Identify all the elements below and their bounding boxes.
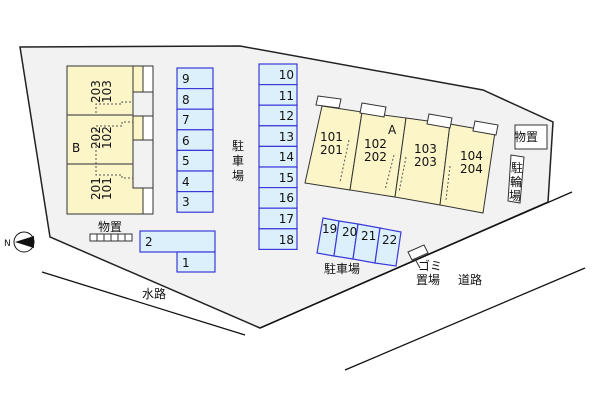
unit-104-a: 104 bbox=[460, 149, 483, 163]
parking-label-vertical: 駐 車 場 bbox=[232, 138, 244, 183]
unit-102: 102 bbox=[100, 126, 114, 149]
parking-space-6: 6 bbox=[182, 134, 190, 148]
waterway-edge bbox=[41, 271, 246, 336]
unit-103: 103 bbox=[100, 80, 114, 103]
road-edge-bottom bbox=[344, 267, 586, 371]
parking-middle: 10 11 12 13 14 15 16 17 18 bbox=[258, 63, 298, 251]
unit-202-a: 202 bbox=[364, 150, 387, 164]
parking-space-20: 20 bbox=[342, 225, 357, 239]
unit-203: 203 bbox=[89, 80, 103, 103]
parking-space-14: 14 bbox=[279, 150, 294, 164]
storage-right: 物置 bbox=[514, 124, 548, 150]
building-b: B 203 103 202 102 201 101 bbox=[66, 65, 154, 215]
svg-text:場: 場 bbox=[509, 189, 521, 203]
garbage-area: ゴミ 置場 bbox=[407, 244, 442, 287]
unit-202: 202 bbox=[89, 126, 103, 149]
bicycle-parking: 駐 輪 場 bbox=[507, 154, 525, 204]
parking-space-9: 9 bbox=[182, 72, 190, 86]
parking-left: 9 8 7 6 5 4 3 bbox=[176, 67, 214, 213]
unit-102-a: 102 bbox=[364, 137, 387, 151]
parking-space-10: 10 bbox=[279, 68, 294, 82]
waterway-label: 水路 bbox=[142, 286, 166, 301]
unit-201-a: 201 bbox=[320, 143, 343, 157]
svg-text:ゴミ: ゴミ bbox=[418, 258, 442, 273]
unit-203-a: 203 bbox=[414, 155, 437, 169]
parking-space-22: 22 bbox=[382, 233, 397, 247]
building-b-label: B bbox=[72, 141, 80, 155]
parking-space-11: 11 bbox=[279, 89, 294, 103]
unit-101: 101 bbox=[100, 177, 114, 200]
storage-left: 物置 bbox=[89, 220, 133, 242]
parking-space-21: 21 bbox=[361, 229, 376, 243]
svg-text:置場: 置場 bbox=[416, 273, 440, 287]
svg-text:物置: 物置 bbox=[514, 130, 538, 144]
north-compass-icon: N bbox=[4, 231, 35, 253]
svg-text:車: 車 bbox=[232, 154, 244, 168]
building-a: A 101 201 102 202 103 203 104 204 bbox=[304, 95, 499, 214]
unit-101-a: 101 bbox=[320, 130, 343, 144]
parking-space-17: 17 bbox=[279, 212, 294, 226]
parking-space-19: 19 bbox=[322, 222, 337, 236]
parking-label: 駐車場 bbox=[324, 261, 360, 276]
svg-text:物置: 物置 bbox=[98, 220, 122, 234]
parking-space-7: 7 bbox=[182, 113, 190, 127]
svg-text:駐: 駐 bbox=[232, 138, 244, 153]
road-label: 道路 bbox=[458, 272, 482, 287]
building-a-label: A bbox=[388, 123, 397, 137]
parking-space-3: 3 bbox=[182, 195, 190, 209]
svg-text:駐: 駐 bbox=[511, 160, 523, 175]
parking-front: 19 20 21 22 bbox=[316, 217, 402, 267]
parking-space-15: 15 bbox=[279, 171, 294, 185]
unit-204-a: 204 bbox=[460, 162, 483, 176]
parking-space-16: 16 bbox=[279, 191, 294, 205]
svg-text:N: N bbox=[4, 239, 11, 249]
parking-space-2: 2 bbox=[145, 235, 153, 249]
parking-space-13: 13 bbox=[279, 130, 294, 144]
parking-space-5: 5 bbox=[182, 154, 190, 168]
parking-bottom: 2 1 bbox=[139, 230, 216, 273]
unit-103-a: 103 bbox=[414, 142, 437, 156]
parking-space-18: 18 bbox=[279, 233, 294, 247]
parking-space-12: 12 bbox=[279, 109, 294, 123]
svg-text:場: 場 bbox=[232, 169, 244, 183]
parking-space-8: 8 bbox=[182, 93, 190, 107]
parking-space-1: 1 bbox=[182, 256, 190, 270]
svg-text:輪: 輪 bbox=[510, 174, 522, 189]
unit-201: 201 bbox=[89, 177, 103, 200]
parking-space-4: 4 bbox=[182, 175, 190, 189]
